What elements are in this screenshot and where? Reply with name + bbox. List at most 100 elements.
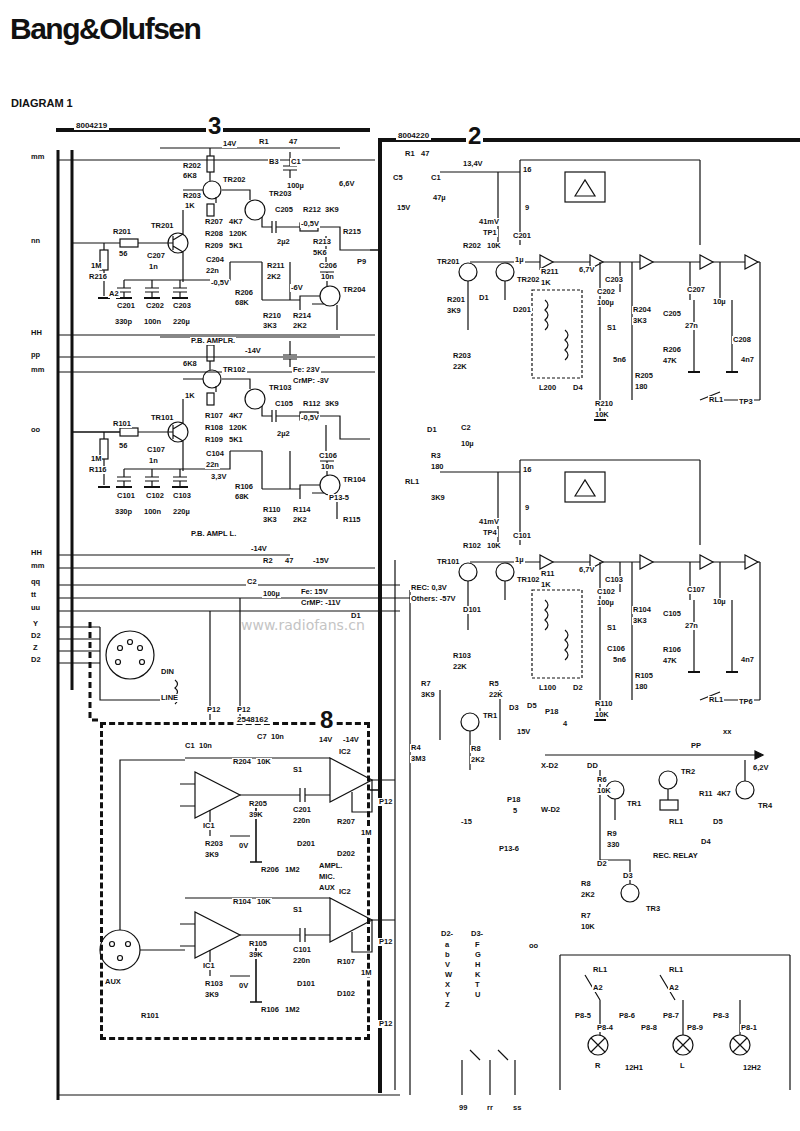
component-label: 1K <box>184 392 196 400</box>
component-label: R207 <box>336 818 356 826</box>
component-label: oo <box>30 426 41 434</box>
wire-path <box>560 955 790 1090</box>
component-label: 100µ <box>596 599 615 607</box>
wire-path <box>585 975 740 1035</box>
component-label: -0,5V <box>300 220 320 228</box>
component-label: 41mV <box>478 218 500 226</box>
component-label: C1 <box>290 158 302 166</box>
component-label: C106 <box>318 452 338 460</box>
component-label: P13-6 <box>498 845 520 853</box>
component-label: 4K7 <box>228 412 244 420</box>
component-label: 5K6 <box>312 249 328 257</box>
component-label: -14V <box>244 347 262 355</box>
component-label: TR1 <box>626 800 642 808</box>
component-label: 100µ <box>596 299 615 307</box>
component-label: R104 <box>632 606 652 614</box>
component-label: 47 <box>288 138 298 146</box>
component-label: 68K <box>234 299 250 307</box>
component-label: C203 <box>172 302 192 310</box>
component-label: 14V <box>222 140 237 148</box>
component-label: C106 <box>606 645 626 653</box>
component-symbol <box>660 800 678 810</box>
terminal-symbol <box>118 956 123 961</box>
component-label: C101 <box>292 946 312 954</box>
wire-path <box>733 1038 747 1052</box>
component-label: 68K <box>234 493 250 501</box>
component-label: P18 <box>506 796 521 804</box>
component-label: oo <box>528 942 539 950</box>
terminal-symbol <box>106 631 154 679</box>
component-label: 1M2 <box>284 1006 301 1014</box>
component-label: 6,7V <box>578 266 595 274</box>
component-label: mm <box>30 366 45 374</box>
component-label: 10n <box>320 273 335 281</box>
component-label: P8-6 <box>618 1012 636 1020</box>
component-label: W <box>444 971 453 979</box>
component-label: DD <box>586 762 599 770</box>
component-label: D1 <box>426 426 438 434</box>
terminal-symbol <box>116 660 121 665</box>
component-label: P9 <box>356 258 367 266</box>
component-label: 12H2 <box>742 1064 762 1072</box>
component-label: 1M <box>360 829 372 837</box>
component-label: 3K9 <box>430 494 446 502</box>
component-label: D2 <box>572 684 584 692</box>
component-label: 1M2 <box>284 866 301 874</box>
component-label: B3 <box>268 158 280 166</box>
component-label: 2K2 <box>470 756 486 764</box>
component-label: TR201 <box>436 258 461 266</box>
component-label: TR101 <box>150 414 175 422</box>
wire-path <box>58 760 400 1095</box>
component-label: R203 <box>452 352 472 360</box>
component-label: C103 <box>604 576 624 584</box>
component-label: RL1 <box>708 396 724 404</box>
component-label: C103 <box>172 492 192 500</box>
component-label: R210 <box>594 400 614 408</box>
component-label: 47µ <box>432 194 447 202</box>
component-label: C102 <box>596 588 616 596</box>
watermark: www.radiofans.cn <box>240 618 366 632</box>
component-label: V <box>444 961 451 969</box>
component-label: C102 <box>145 492 165 500</box>
component-label: TR102 <box>516 576 541 584</box>
component-label: C1 <box>184 742 196 750</box>
component-label: C104 <box>205 450 225 458</box>
component-label: 3K9 <box>324 206 340 214</box>
component-label: R115 <box>342 516 362 524</box>
component-label: R212 <box>302 206 322 214</box>
component-label: C107 <box>686 586 706 594</box>
terminal-symbol <box>736 781 754 799</box>
component-label: 2K2 <box>580 891 596 899</box>
terminal-symbol <box>100 930 140 970</box>
component-label: 4 <box>562 720 568 728</box>
component-label: P12 <box>378 938 393 946</box>
component-label: R215 <box>342 228 362 236</box>
component-label: IC1 <box>202 822 216 830</box>
component-label: 1K <box>184 202 196 210</box>
component-label: X <box>444 981 451 989</box>
component-label: 22K <box>452 663 468 671</box>
component-label: 10K <box>596 787 612 795</box>
component-label: MIC. <box>318 873 336 881</box>
wire-path <box>100 627 178 704</box>
component-label: DIN <box>160 668 175 676</box>
board-wire <box>370 249 378 251</box>
component-label: 180 <box>634 683 649 691</box>
component-label: TR102 <box>222 366 247 374</box>
component-label: R206 <box>662 346 682 354</box>
component-label: 220µ <box>172 508 191 516</box>
component-label: P8-9 <box>686 1024 704 1032</box>
terminal-symbol <box>138 646 143 651</box>
component-label: R1 <box>258 138 270 146</box>
component-label: R208 <box>204 230 224 238</box>
component-label: 47 <box>284 557 294 565</box>
component-label: R203 <box>204 840 224 848</box>
component-label: 100n <box>143 508 162 516</box>
component-label: R5 <box>488 680 500 688</box>
component-label: R211 <box>540 268 560 276</box>
component-label: D3- <box>470 930 484 938</box>
wire-path <box>210 598 240 720</box>
component-label: C202 <box>145 302 165 310</box>
component-label: 3K9 <box>204 851 220 859</box>
component-label: LINE <box>160 694 179 702</box>
